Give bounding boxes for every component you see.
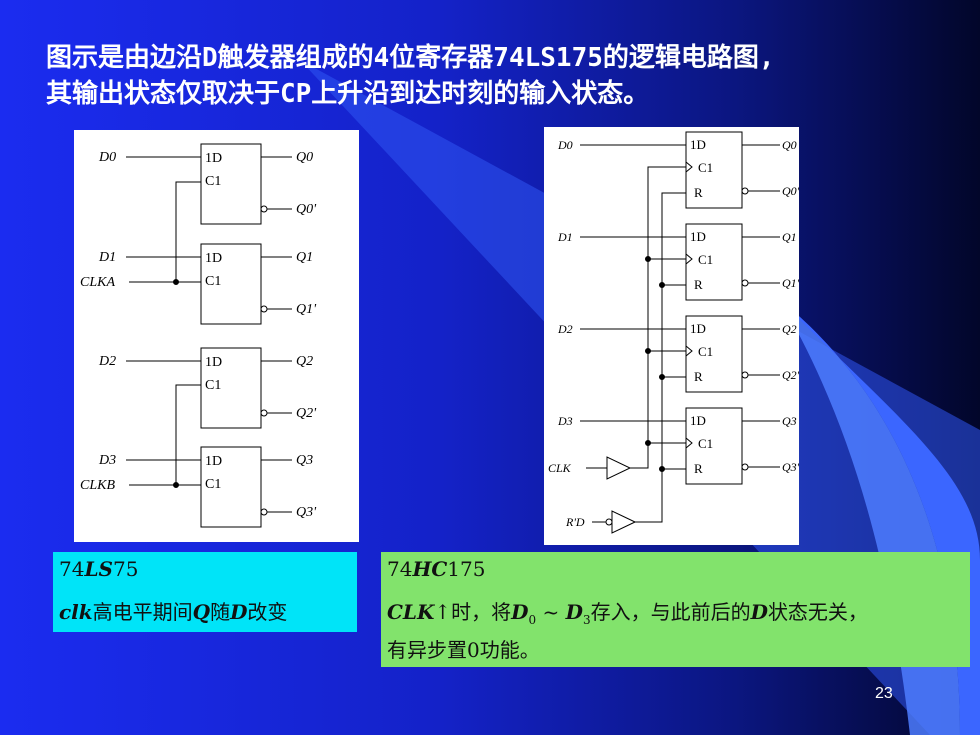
clk-term: clk: [59, 600, 93, 624]
pin-c1: C1: [698, 436, 713, 451]
caption-model: 74LS75: [59, 557, 138, 581]
label-q3: Q3: [782, 414, 797, 428]
model-series: LS: [84, 557, 113, 581]
slide-title: 图示是由边沿D触发器组成的4位寄存器74LS175的逻辑电路图, 其输出状态仅取…: [46, 40, 946, 112]
diagram-74hc175: 1D C1 R 1D C1 R 1D C1 R 1D C1 R: [544, 127, 799, 545]
desc-text: 随: [210, 600, 231, 624]
clk-term: CLK: [387, 600, 435, 624]
model-prefix: 74: [387, 557, 413, 581]
pin-c1: C1: [205, 378, 221, 393]
label-clkb: CLKB: [80, 478, 115, 493]
latch-1: [200, 243, 262, 325]
label-q3-bar: Q3': [782, 460, 799, 474]
label-d1: D1: [98, 250, 116, 265]
label-reset: R'D: [565, 515, 585, 529]
label-q2: Q2: [782, 322, 797, 336]
model-prefix: 74: [59, 557, 85, 581]
page-number: 23: [875, 685, 893, 702]
desc-text: ↑时，将: [434, 600, 512, 624]
desc-text: 存入，与此前后的: [590, 600, 751, 624]
desc-text: 状态无关，: [767, 600, 868, 624]
label-d3: D3: [98, 453, 116, 468]
label-d3: D3: [557, 414, 573, 428]
pin-1d: 1D: [690, 229, 706, 244]
flip-flop-2: [685, 315, 743, 393]
label-d1: D1: [557, 230, 573, 244]
label-q1: Q1: [296, 250, 313, 265]
pin-r: R: [694, 461, 703, 476]
model-number: 175: [447, 557, 486, 581]
label-q2-bar: Q2': [782, 368, 799, 382]
flip-flop-0: [685, 131, 743, 209]
label-q1-bar: Q1': [296, 302, 317, 317]
label-q0-bar: Q0': [296, 202, 317, 217]
flip-flop-1: [685, 223, 743, 301]
pin-1d: 1D: [690, 321, 706, 336]
pin-1d: 1D: [205, 251, 222, 266]
label-q0-bar: Q0': [782, 184, 799, 198]
title-line-2: 其输出状态仅取决于CP上升沿到达时刻的输入状态。: [46, 79, 650, 109]
pin-c1: C1: [698, 252, 713, 267]
tilde: ~: [536, 600, 566, 624]
title-line-1: 图示是由边沿D触发器组成的4位寄存器74LS175的逻辑电路图,: [46, 43, 775, 73]
d3-term: D: [565, 600, 583, 624]
d-term: D: [230, 600, 248, 624]
label-q2: Q2: [296, 354, 313, 369]
caption-model: 74HC175: [387, 557, 485, 581]
pin-1d: 1D: [690, 413, 706, 428]
pin-c1: C1: [698, 160, 713, 175]
pin-1d: 1D: [205, 151, 222, 166]
label-q3-bar: Q3': [296, 505, 317, 520]
label-q0: Q0: [782, 138, 797, 152]
d3-subscript: 3: [582, 613, 591, 627]
caption-74ls75: 74LS75 clk高电平期间Q随D改变: [53, 552, 357, 632]
desc-text: 改变: [247, 600, 288, 624]
pin-1d: 1D: [205, 355, 222, 370]
label-d0: D0: [98, 150, 116, 165]
d0-term: D: [511, 600, 529, 624]
pin-c1: C1: [205, 477, 221, 492]
pin-r: R: [694, 277, 703, 292]
caption-description: clk高电平期间Q随D改变: [59, 596, 287, 625]
label-clk: CLK: [548, 461, 572, 475]
model-series: HC: [412, 557, 448, 581]
q-term: Q: [192, 600, 211, 624]
caption-description: CLK↑时，将D0 ~ D3存入，与此前后的D状态无关，: [387, 596, 868, 627]
pin-c1: C1: [698, 344, 713, 359]
label-d2: D2: [557, 322, 573, 336]
label-q2-bar: Q2': [296, 406, 317, 421]
pin-1d: 1D: [205, 454, 222, 469]
label-d0: D0: [557, 138, 573, 152]
label-q1: Q1: [782, 230, 797, 244]
pin-1d: 1D: [690, 137, 706, 152]
latch-3: [200, 446, 262, 528]
label-q0: Q0: [296, 150, 313, 165]
caption-74hc175: 74HC175 CLK↑时，将D0 ~ D3存入，与此前后的D状态无关， 有异步…: [381, 552, 970, 667]
pin-c1: C1: [205, 174, 221, 189]
desc-text: 高电平期间: [92, 600, 193, 624]
pin-r: R: [694, 185, 703, 200]
label-clka: CLKA: [80, 275, 115, 290]
pin-c1: C1: [205, 274, 221, 289]
flip-flop-3: [685, 407, 743, 485]
label-q1-bar: Q1': [782, 276, 799, 290]
caption-async-reset: 有异步置0功能。: [387, 638, 540, 662]
d0-subscript: 0: [528, 613, 537, 627]
pin-r: R: [694, 369, 703, 384]
latch-2: [200, 347, 262, 429]
label-q3: Q3: [296, 453, 313, 468]
diagram-74ls75: 1D C1 1D C1 1D C1 1D C1: [74, 130, 359, 542]
label-d2: D2: [98, 354, 116, 369]
d-term: D: [750, 600, 768, 624]
model-number: 75: [112, 557, 139, 581]
latch-0: [200, 143, 262, 225]
